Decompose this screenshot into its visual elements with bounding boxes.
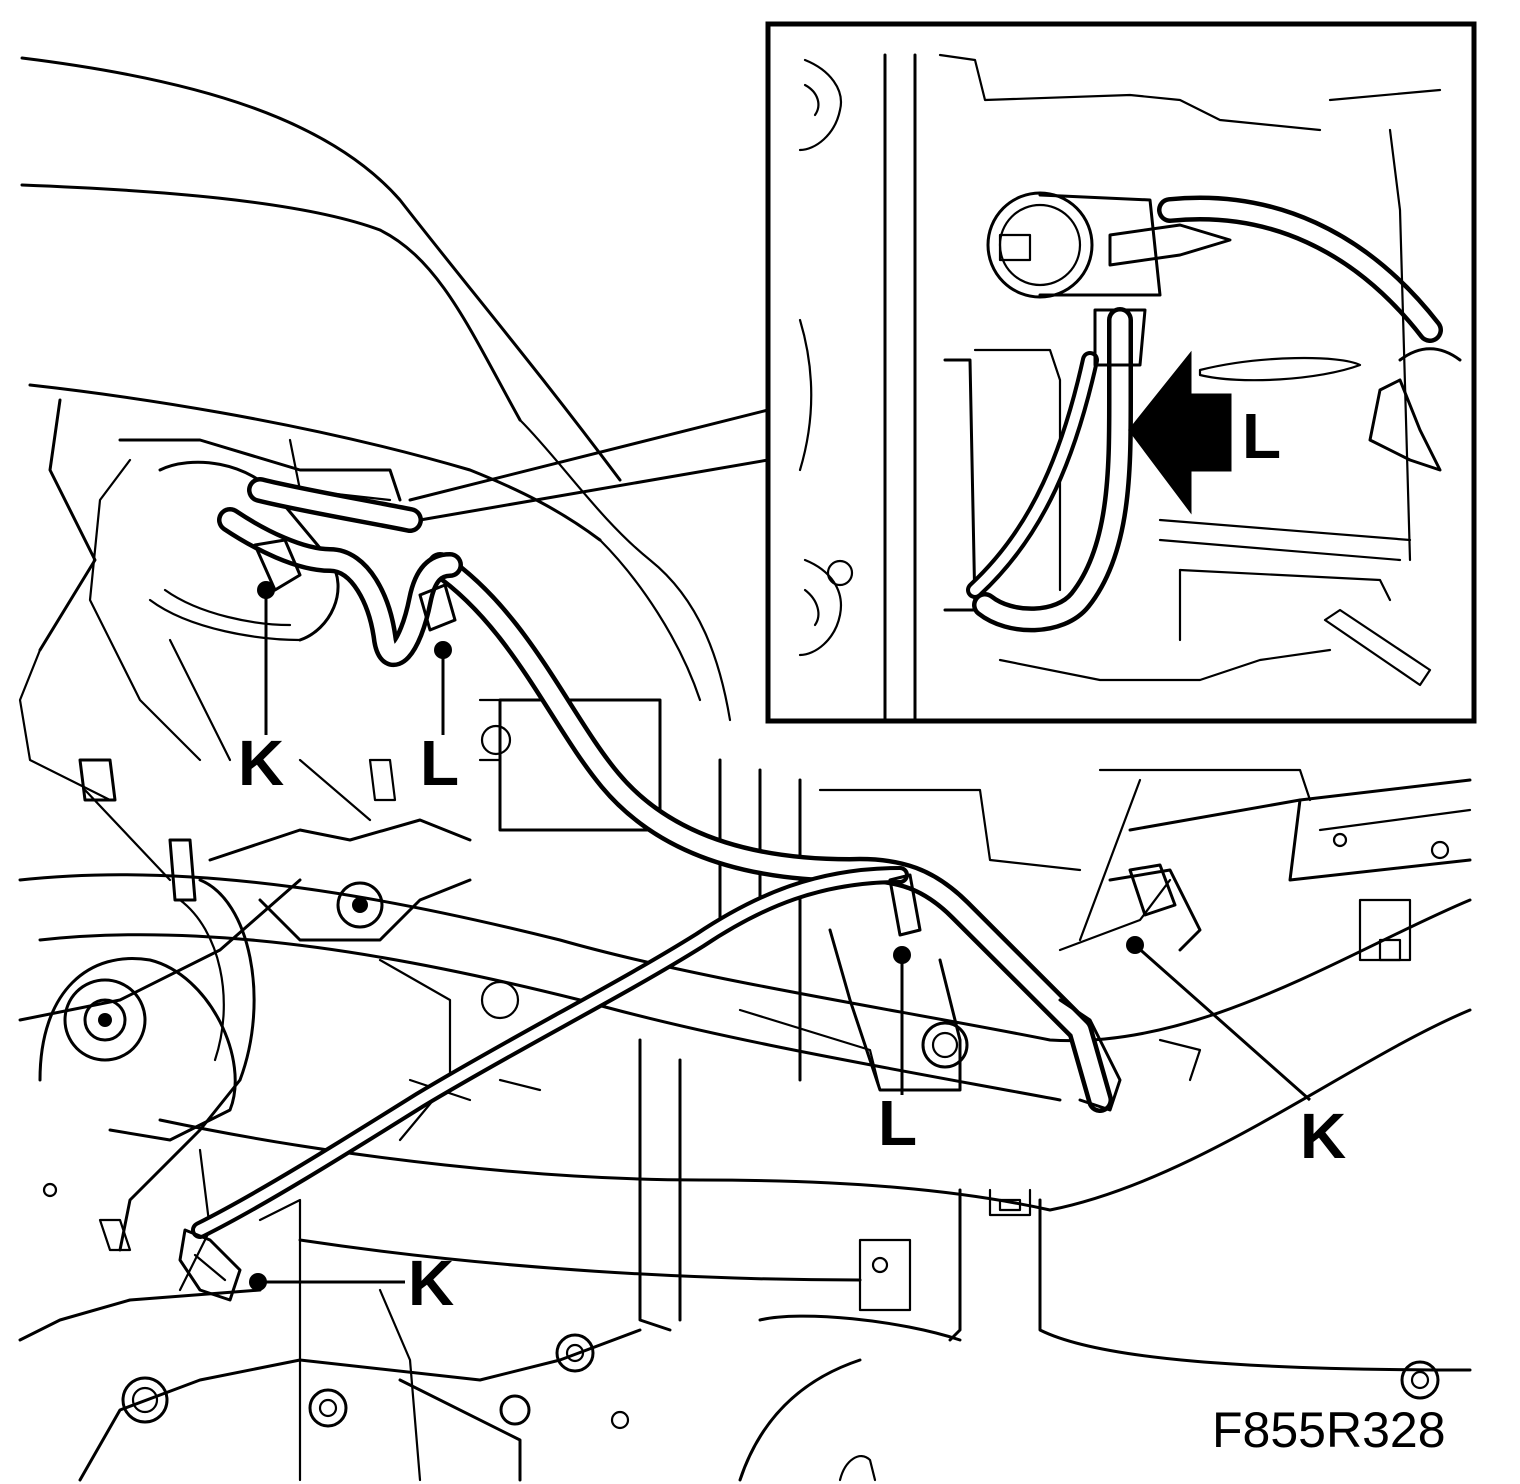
connectors: [178, 538, 1177, 1302]
inset-detail-view: [408, 21, 1477, 724]
figure-id: F855R328: [1212, 1402, 1446, 1458]
callout-leaders: [249, 581, 1311, 1291]
callout-k-upper-left: K: [238, 727, 284, 799]
direction-arrow-icon: [1128, 350, 1232, 515]
callout-l-inset: L: [1242, 400, 1281, 472]
callout-k-right: K: [1300, 1100, 1346, 1172]
body-panels: [18, 56, 1472, 1482]
callout-k-lower-left: K: [408, 1247, 454, 1319]
callout-l-upper-left: L: [420, 727, 459, 799]
callout-labels: K L L K K L: [238, 400, 1346, 1319]
callout-l-center: L: [878, 1087, 917, 1159]
sensor-wiring-harness: [191, 866, 1202, 1239]
